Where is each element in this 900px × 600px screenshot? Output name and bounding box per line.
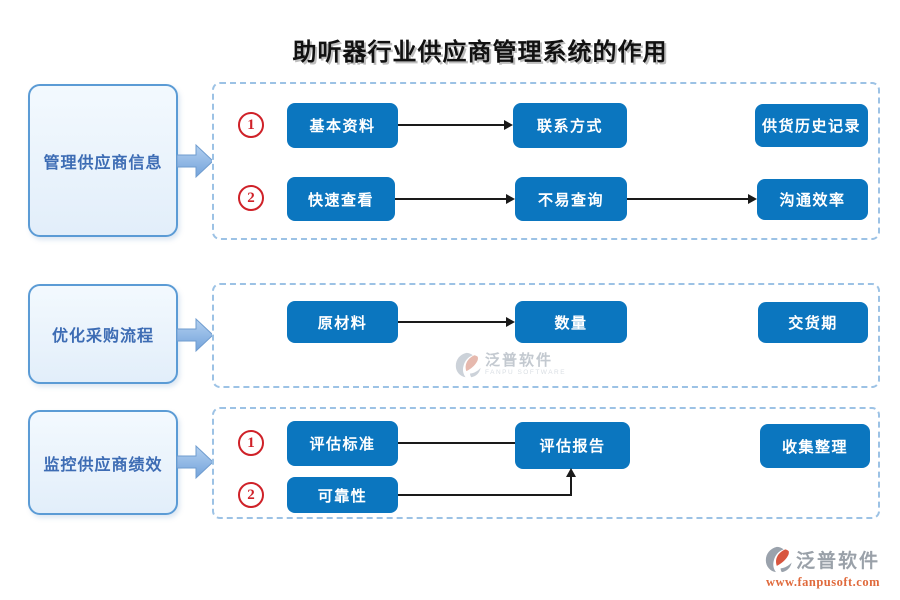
flow-arrow-icon	[176, 444, 214, 480]
node-quick-view: 快速查看	[287, 177, 395, 221]
watermark: 泛普软件 FANPU SOFTWARE	[455, 352, 566, 378]
category-label: 监控供应商绩效	[43, 456, 163, 474]
step-badge: 2	[238, 482, 264, 508]
arrowhead-up	[566, 468, 576, 477]
flow-arrow-icon	[176, 143, 214, 179]
elbow-connector-horizontal	[398, 494, 572, 496]
step-badge: 1	[238, 430, 264, 456]
line-connector	[398, 442, 515, 444]
watermark-subtitle: FANPU SOFTWARE	[485, 369, 567, 377]
node-reliability: 可靠性	[287, 477, 398, 513]
flow-arrow-icon	[176, 317, 214, 353]
footer-brand-block: 泛普软件 www.fanpusoft.com	[765, 546, 880, 590]
node-delivery-date: 交货期	[758, 302, 868, 343]
category-label: 优化采购流程	[51, 328, 154, 345]
category-label: 管理供应商信息	[43, 154, 163, 172]
arrow-connector	[398, 317, 515, 327]
node-evaluation-criteria: 评估标准	[287, 421, 398, 466]
arrow-connector	[398, 120, 513, 130]
category-box-monitor-performance: 监控供应商绩效	[28, 410, 178, 515]
arrow-connector	[627, 194, 757, 204]
fanpu-logo-icon	[455, 352, 481, 378]
diagram-title: 助听器行业供应商管理系统的作用	[292, 40, 668, 66]
node-supply-history: 供货历史记录	[755, 104, 868, 147]
node-basic-info: 基本资料	[287, 103, 398, 148]
arrow-connector	[395, 194, 515, 204]
fanpu-logo-icon	[765, 546, 792, 573]
step-badge: 1	[238, 112, 264, 138]
node-contact-info: 联系方式	[513, 103, 627, 148]
node-collect-organize: 收集整理	[760, 424, 870, 468]
node-evaluation-report: 评估报告	[515, 422, 630, 469]
node-raw-materials: 原材料	[287, 301, 398, 343]
node-quantity: 数量	[515, 301, 627, 343]
node-communication-efficiency: 沟通效率	[757, 179, 868, 220]
elbow-connector-vertical	[570, 474, 572, 495]
category-box-manage-supplier-info: 管理供应商信息	[28, 84, 178, 237]
footer-brand-name: 泛普软件	[795, 551, 880, 572]
category-box-optimize-procurement: 优化采购流程	[28, 284, 178, 384]
footer-website-link[interactable]: www.fanpusoft.com	[765, 575, 880, 589]
step-badge: 2	[238, 185, 264, 211]
watermark-brand: 泛普软件	[485, 352, 554, 370]
node-hard-to-query: 不易查询	[515, 177, 627, 221]
